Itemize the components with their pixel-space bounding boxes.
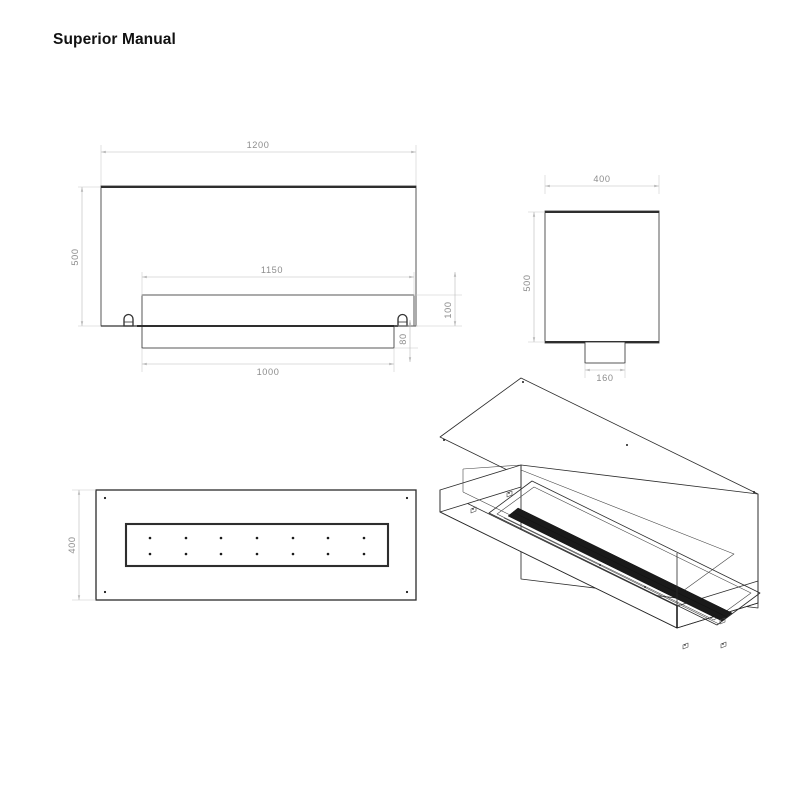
front-bracket-left — [123, 313, 134, 327]
iso-mounting-hardware — [470, 490, 727, 650]
iso-burner-housing — [439, 464, 759, 629]
dimension-label-front-base-height: 80 — [398, 333, 408, 344]
dimension-label-side-height: 500 — [522, 274, 532, 291]
dimension-label-front-lip-height: 100 — [443, 301, 453, 318]
page-title: Superior Manual — [53, 31, 176, 48]
dimension-front-width: 1200 — [101, 140, 416, 154]
dimension-front-inner-width: 1150 — [141, 265, 415, 296]
dimension-front-base-height: 80 — [394, 320, 418, 362]
dimension-label-front-base-width: 1000 — [257, 367, 280, 377]
dimension-front-base-width: 1000 — [141, 348, 395, 377]
plan-burner-grid — [148, 536, 366, 556]
dimension-front-lip-height: 100 — [416, 272, 462, 327]
dimension-label-plan-depth: 400 — [67, 536, 77, 553]
front-elevation-view: 1200 500 1150 — [70, 140, 462, 377]
dimension-label-front-height: 500 — [70, 248, 80, 265]
isometric-exploded-view — [439, 377, 761, 650]
dimension-side-spout-width: 160 — [584, 363, 626, 383]
dimension-side-depth: 400 — [545, 174, 659, 188]
dimension-front-height: 500 — [70, 186, 101, 327]
dimension-label-front-width: 1200 — [247, 140, 270, 150]
side-elevation-view: 400 500 160 — [522, 174, 660, 383]
plan-top-view: 400 — [67, 489, 417, 601]
dimension-side-height: 500 — [522, 211, 545, 343]
dimension-label-side-spout-width: 160 — [596, 373, 613, 383]
plan-corner-markers — [103, 496, 409, 594]
dimension-label-side-depth: 400 — [593, 174, 610, 184]
dimension-plan-depth: 400 — [67, 489, 96, 601]
dimension-label-front-inner-width: 1150 — [261, 265, 283, 275]
front-bracket-right — [397, 313, 408, 327]
